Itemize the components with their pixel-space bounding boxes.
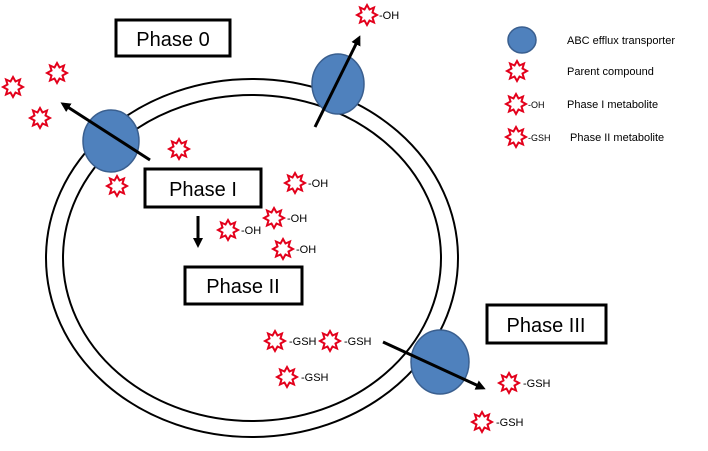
transporter-top xyxy=(311,53,365,115)
compound-icon xyxy=(264,330,286,352)
efflux-arrow-bottom-right xyxy=(382,340,486,390)
compound-icon xyxy=(46,62,68,84)
compound-icon xyxy=(29,107,51,129)
oh-label: -OH xyxy=(296,244,316,256)
compound-icon xyxy=(2,76,24,98)
oh-label: -OH xyxy=(287,213,307,225)
phase1-box: Phase I xyxy=(143,167,263,209)
compound-icon xyxy=(168,138,190,160)
phase0-label: Phase 0 xyxy=(136,29,209,51)
oh-label: -OH xyxy=(308,178,328,190)
compound-icon xyxy=(217,219,239,241)
efflux-arrow-top xyxy=(313,35,361,128)
legend-transporter-label: ABC efflux transporter xyxy=(567,35,675,47)
legend-gsh-tag: -GSH xyxy=(528,133,551,143)
phase3-box: Phase III xyxy=(485,303,608,345)
legend: ABC efflux transporter Parent compound -… xyxy=(505,26,675,148)
compound-icon xyxy=(284,172,306,194)
gsh-label: -GSH xyxy=(344,336,372,348)
legend-phase2-icon xyxy=(505,126,527,148)
compound-icon xyxy=(356,4,378,26)
gsh-label: -GSH xyxy=(496,417,524,429)
gsh-label: -GSH xyxy=(289,336,317,348)
gsh-label: -GSH xyxy=(301,372,329,384)
compound-icon xyxy=(272,238,294,260)
transporter-bottom-right xyxy=(410,329,470,395)
legend-phase2-label: Phase II metabolite xyxy=(570,132,664,144)
gsh-label: -GSH xyxy=(523,378,551,390)
legend-phase1-icon xyxy=(505,93,527,115)
cell-membrane-outer xyxy=(45,78,459,438)
phase2-box: Phase II xyxy=(183,265,304,306)
phase1-label: Phase I xyxy=(169,179,237,201)
oh-label: -OH xyxy=(379,10,399,22)
legend-phase1-label: Phase I metabolite xyxy=(567,99,658,111)
efflux-arrow-left xyxy=(60,102,151,162)
transporter-left xyxy=(82,109,140,173)
compound-icon xyxy=(106,175,128,197)
phase3-label: Phase III xyxy=(507,315,586,337)
compound-icon xyxy=(263,207,285,229)
legend-transporter-icon xyxy=(507,26,537,54)
legend-parent-icon xyxy=(506,60,528,82)
legend-parent-label: Parent compound xyxy=(567,66,654,78)
compound-icon xyxy=(498,372,520,394)
compound-icon xyxy=(276,366,298,388)
compound-icon xyxy=(319,330,341,352)
oh-label: -OH xyxy=(241,225,261,237)
legend-oh-tag: -OH xyxy=(528,100,545,110)
phase0-box: Phase 0 xyxy=(114,18,232,58)
compound-icon xyxy=(471,411,493,433)
cell-membrane-inner xyxy=(62,94,442,422)
phase2-label: Phase II xyxy=(206,276,279,298)
